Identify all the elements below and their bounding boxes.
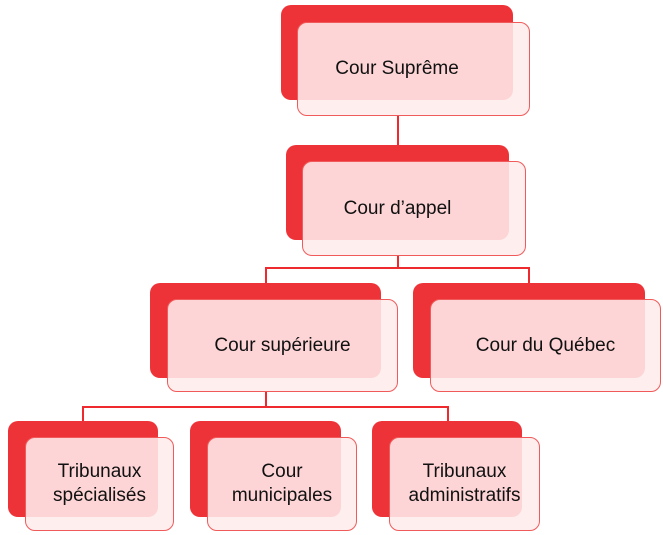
- connector: [265, 392, 267, 407]
- node-label: Cour supérieure: [167, 299, 398, 392]
- connector: [82, 406, 84, 422]
- node-box: [430, 299, 661, 392]
- label-text: Cour d’appel: [343, 197, 452, 219]
- node-label: Cour du Québec: [430, 299, 661, 392]
- node-box: [25, 437, 174, 531]
- node-label: Tribunaux spécialisés: [25, 437, 174, 531]
- node-label: Cour Suprême: [281, 22, 513, 116]
- connector: [265, 267, 267, 284]
- connector: [82, 406, 449, 408]
- node-box: [167, 299, 398, 392]
- label-text: Tribunaux: [57, 461, 142, 482]
- label-text: Cour Suprême: [335, 58, 459, 79]
- label-text: Tribunaux: [422, 461, 507, 482]
- node-label: Tribunaux administratifs: [389, 437, 540, 531]
- connector: [397, 116, 399, 146]
- node-box: [389, 437, 540, 531]
- label-text: spécialisés: [53, 485, 146, 506]
- connector: [265, 267, 530, 269]
- connector: [447, 406, 449, 422]
- label-text: administratifs: [408, 485, 521, 506]
- label-text: municipales: [231, 485, 333, 506]
- connector: [528, 267, 530, 284]
- node-box: [207, 437, 357, 531]
- label-text: Cour: [261, 461, 303, 482]
- node-box: [302, 161, 526, 256]
- node-box: [297, 22, 530, 116]
- node-label: Cour d’appel: [286, 161, 509, 256]
- label-text: Cour supérieure: [214, 334, 351, 356]
- label-text: Cour du Québec: [475, 334, 616, 356]
- connector: [397, 256, 399, 269]
- node-label: Cour municipales: [207, 437, 357, 531]
